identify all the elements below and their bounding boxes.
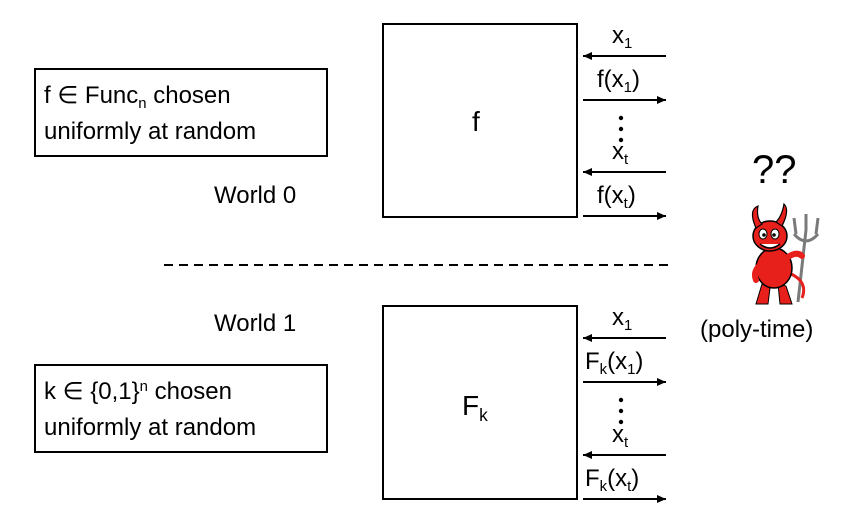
w1-query1-label: x1 [612, 304, 633, 335]
adversary-question-marks: ?? [752, 148, 797, 192]
world0-label: World 0 [214, 182, 297, 209]
w0-answer1-label: f(x1) [597, 66, 640, 97]
world1-description-line2: uniformly at random [44, 414, 257, 441]
w0-query1-label: x1 [612, 22, 633, 53]
world1-function-label: Fk [462, 390, 488, 426]
w1-answer1-label: Fk(x1) [585, 348, 644, 379]
w1-answert-label: Fk(xt) [585, 465, 640, 496]
adversary-caption: (poly-time) [700, 316, 814, 343]
w1-queryt-label: xt [612, 421, 629, 452]
world0-function-label: f [472, 106, 480, 137]
world0-description-line1: f ∈ Funcn chosen [44, 82, 231, 113]
world1-description-box [34, 364, 328, 453]
world1-label: World 1 [214, 310, 297, 337]
world0-description-line2: uniformly at random [44, 118, 257, 145]
world0-description-box [34, 68, 328, 157]
devil-icon [751, 202, 820, 305]
w0-answert-label: f(xt) [597, 182, 636, 213]
w1-ellipsis [618, 397, 624, 425]
world1-description-line1: k ∈ {0,1}n chosen [44, 378, 232, 405]
world1-function-box [382, 305, 578, 500]
w0-ellipsis [618, 115, 624, 143]
w0-queryt-label: xt [612, 138, 629, 169]
world0-function-box [382, 23, 578, 218]
